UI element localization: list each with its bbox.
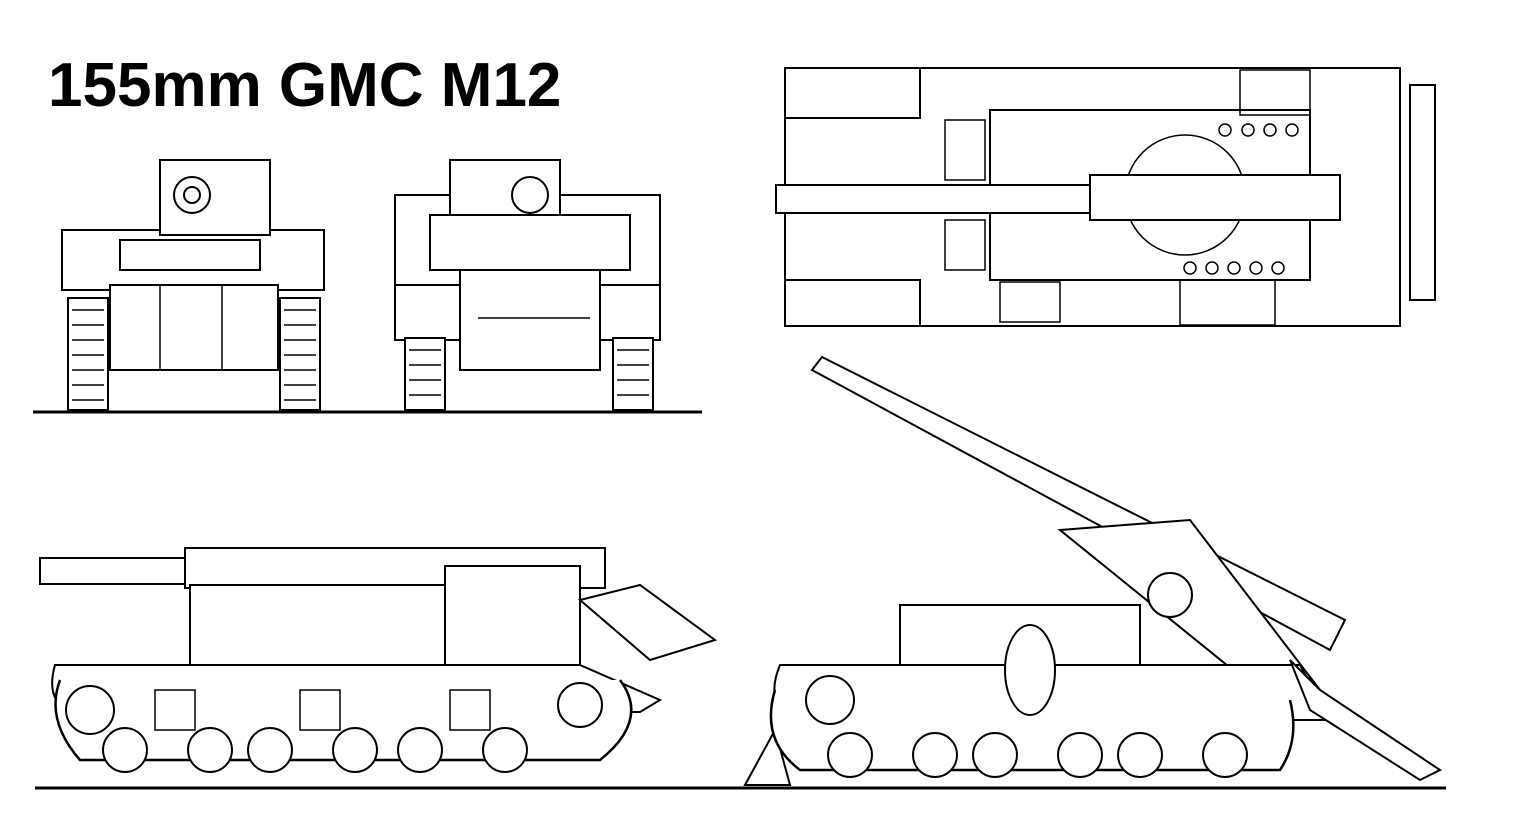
- rear-view: [394, 159, 661, 411]
- side-view-travel: [39, 547, 718, 773]
- top-view: [775, 67, 1436, 327]
- side-view-firing: [743, 355, 1442, 786]
- drawing-title: 155mm GMC M12: [48, 51, 562, 120]
- front-view: [61, 159, 325, 411]
